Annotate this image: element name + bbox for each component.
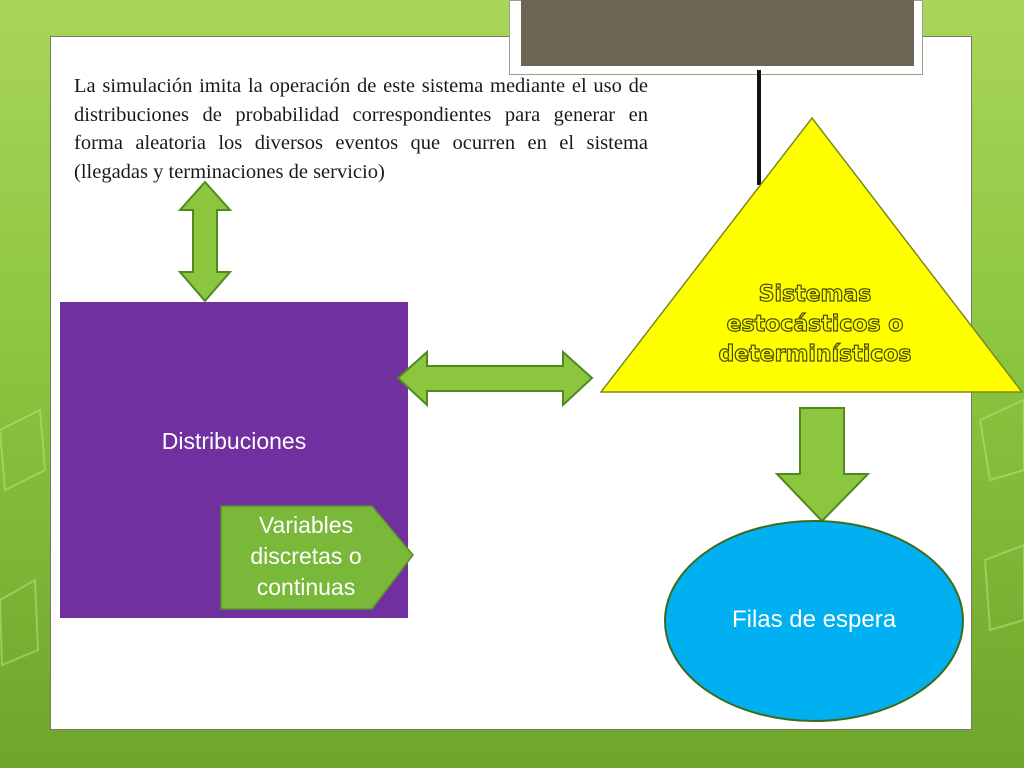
filas-ellipse	[664, 520, 964, 722]
horizontal-double-arrow	[396, 349, 594, 408]
filas-label: Filas de espera	[731, 606, 897, 633]
connector-line	[757, 70, 761, 185]
down-arrow	[774, 407, 871, 523]
distribuciones-label: Distribuciones	[161, 428, 307, 454]
sistemas-triangle	[599, 116, 1024, 393]
sistemas-label: Sistemas estocásticos o determinísticos	[718, 281, 912, 367]
intro-paragraph: La simulación imita la operación de este…	[74, 75, 648, 183]
variables-tag	[220, 505, 414, 610]
vertical-double-arrow	[177, 180, 233, 303]
title-bar	[521, 0, 914, 66]
variables-label: Variables discretas o continuas	[250, 512, 362, 600]
